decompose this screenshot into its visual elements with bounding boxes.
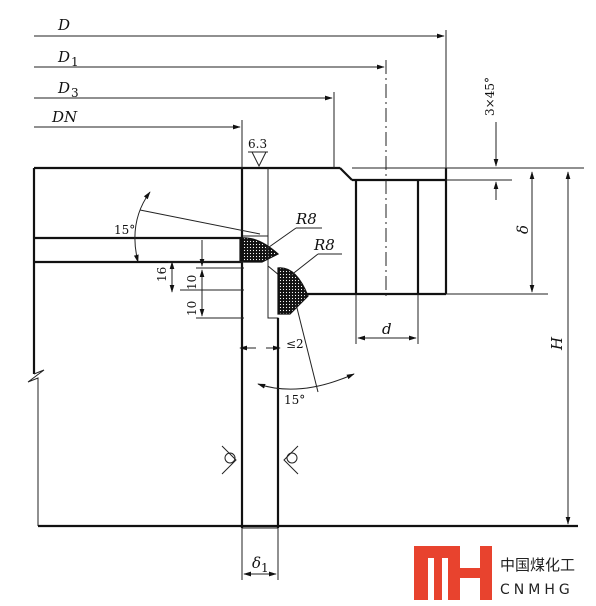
radius-upper-label: R8 (295, 210, 317, 228)
roughness-symbol: 6.3 (248, 137, 268, 168)
dim-10a: 10 (185, 275, 199, 290)
dim-D3-label: D (57, 79, 70, 97)
gap-dim: ≤2 (239, 337, 304, 351)
dim-H-label: H (548, 336, 566, 351)
radius-lower: R8 (289, 236, 342, 277)
dim-delta: δ (446, 167, 548, 295)
watermark-cn: 中国煤化工 (500, 556, 575, 574)
dim-H: H (512, 167, 584, 525)
roughness-value: 6.3 (248, 137, 267, 151)
angle-upper: 15° (114, 191, 261, 263)
upper-weld (239, 237, 280, 263)
dim-d-label: d (382, 320, 392, 338)
dim-D: D (34, 16, 447, 168)
dim-delta-label: δ (514, 225, 532, 234)
flange-section (241, 167, 447, 295)
dim-10b: 10 (185, 301, 199, 316)
dim-D1-sub: 1 (71, 55, 79, 69)
angle-lower-label: 15° (284, 393, 305, 407)
radius-upper: R8 (261, 210, 322, 253)
weld-symbols (221, 445, 299, 475)
chamfer-label: 3×45° (483, 77, 497, 116)
dim-DN: DN (34, 108, 243, 168)
watermark: 中国煤化工 CNMHG (414, 546, 575, 600)
dim-D3: D 3 (34, 79, 335, 168)
dim-D1: D 1 (34, 48, 385, 70)
watermark-en: CNMHG (500, 582, 574, 598)
dim-DN-label: DN (51, 108, 78, 126)
chamfer-note: 3×45° (446, 77, 512, 200)
dim-D1-label: D (57, 48, 70, 66)
dim-16: 16 (155, 267, 169, 282)
gap-label: ≤2 (286, 337, 304, 351)
logo-y-shape (428, 546, 448, 600)
logo-bar-left (414, 546, 428, 600)
dim-d: d (355, 294, 419, 344)
weld-dims: 16 10 10 (155, 240, 244, 319)
angle-upper-label: 15° (114, 223, 135, 237)
angle-lower: 15° (257, 303, 355, 407)
dim-D-label: D (57, 16, 70, 34)
lower-weld (277, 267, 309, 315)
dim-delta1-label: δ (252, 554, 261, 572)
dim-delta1-sub: 1 (261, 561, 269, 575)
dim-D3-sub: 3 (71, 86, 79, 100)
dim-delta1: δ 1 (241, 528, 279, 580)
radius-lower-label: R8 (313, 236, 335, 254)
